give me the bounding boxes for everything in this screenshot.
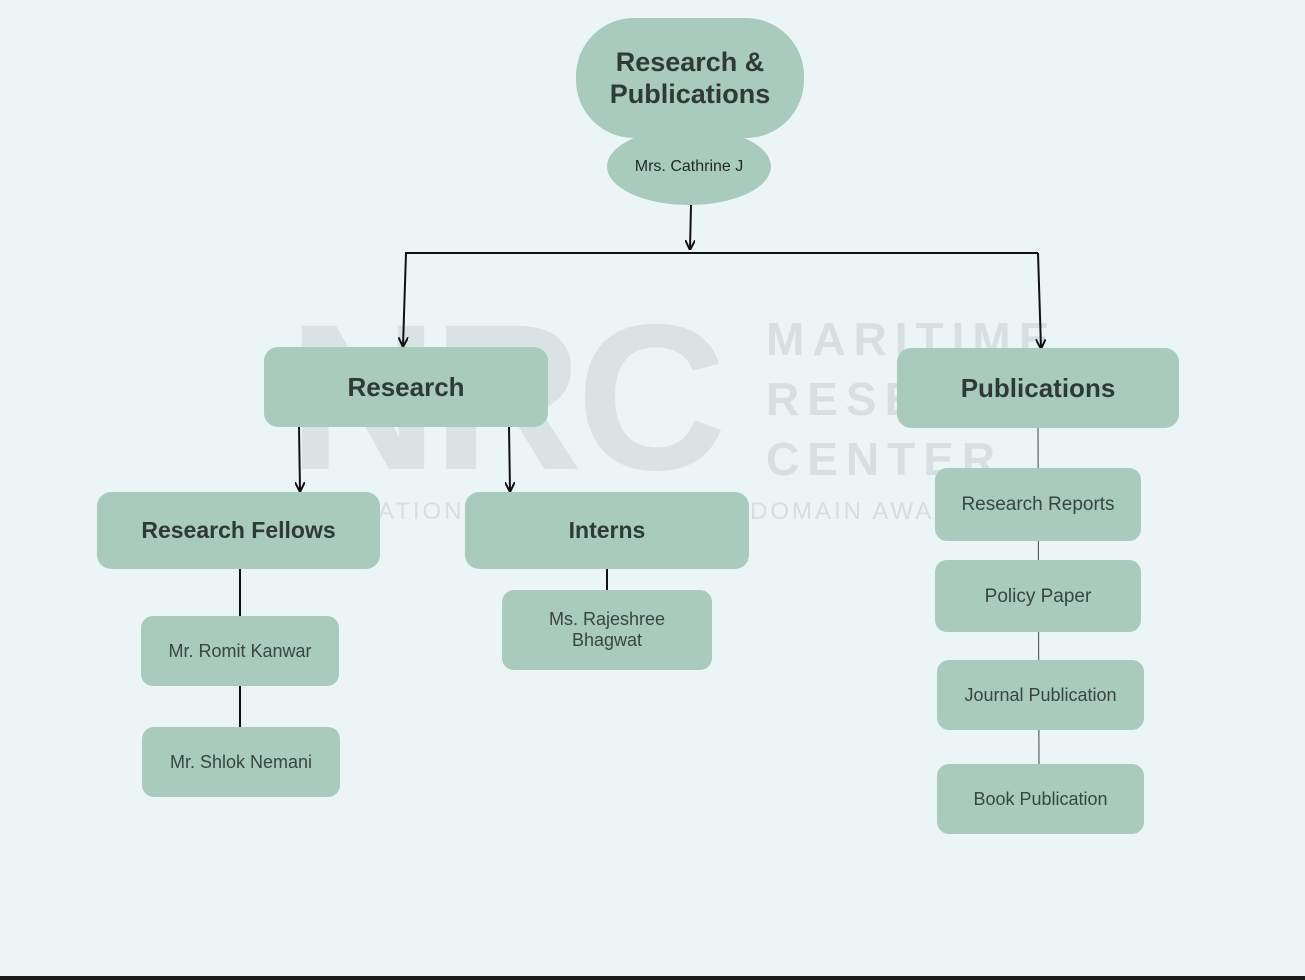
research-node: Research: [264, 347, 548, 427]
connector-to-fellows: [299, 426, 300, 491]
member-node-shlok: Mr. Shlok Nemani: [142, 727, 340, 797]
root-node: Research & Publications: [576, 18, 804, 138]
publication-item-journal: Journal Publication: [937, 660, 1144, 730]
member-node-romit: Mr. Romit Kanwar: [141, 616, 339, 686]
bottom-border: [0, 976, 1305, 980]
root-head-node: Mrs. Cathrine J: [607, 128, 771, 205]
publication-item-reports: Research Reports: [935, 468, 1141, 541]
publication-item-book: Book Publication: [937, 764, 1144, 834]
member-node-rajeshree: Ms. Rajeshree Bhagwat: [502, 590, 712, 670]
research-fellows-node: Research Fellows: [97, 492, 380, 569]
connector-to-research: [403, 252, 406, 346]
publications-node: Publications: [897, 348, 1179, 428]
interns-node: Interns: [465, 492, 749, 569]
connector-to-interns: [509, 426, 510, 491]
connector-to-publications: [1038, 252, 1041, 348]
publication-item-policy: Policy Paper: [935, 560, 1141, 632]
connector-root-arrow: [690, 204, 691, 249]
